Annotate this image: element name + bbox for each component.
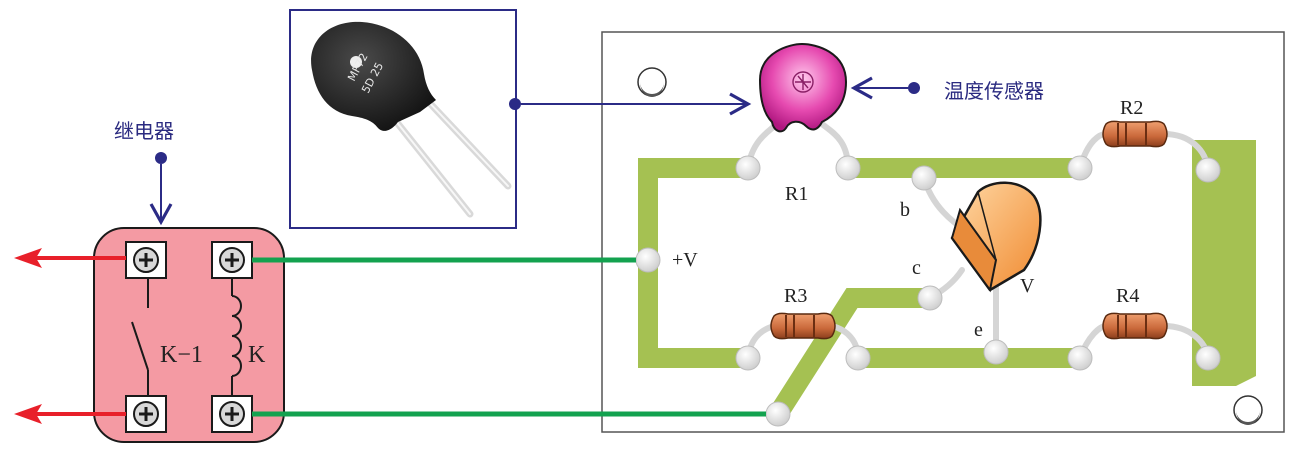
- output-arrow-bottom: [14, 404, 126, 424]
- thermistor-photo: MF72 5D 25: [311, 21, 512, 218]
- transistor-label: V: [1020, 275, 1035, 297]
- thermistor-logo-icon: [350, 56, 362, 68]
- relay-callout-dot: [155, 152, 167, 164]
- resistor-r3: [770, 312, 836, 340]
- collector-label: c: [912, 257, 921, 279]
- circuit-board: [601, 31, 1285, 433]
- ground-trace: [1192, 140, 1256, 386]
- resistor-r2: [1102, 120, 1168, 148]
- sensor-label: 温度传感器: [944, 79, 1044, 103]
- output-arrow-top: [14, 248, 126, 268]
- mounting-hole-top: [637, 67, 667, 97]
- sensor-logo-icon: [792, 71, 814, 93]
- supply-label: +V: [672, 249, 698, 271]
- r1-label: R1: [785, 183, 808, 205]
- r4-label: R4: [1116, 285, 1139, 307]
- switch-label: K−1: [160, 342, 203, 368]
- r2-label: R2: [1120, 97, 1143, 119]
- r3-label: R3: [784, 285, 807, 307]
- mounting-hole-bottom: [1233, 395, 1263, 425]
- relay-label: 继电器: [114, 119, 174, 143]
- terminal-bottom-left: [125, 395, 167, 433]
- relay-switch-k1: [131, 278, 149, 396]
- sensor-callout-dot: [908, 82, 920, 94]
- emitter-label: e: [974, 319, 983, 341]
- solder-pads: [635, 155, 1221, 427]
- terminal-top-left: [125, 241, 167, 279]
- transistor-v: [950, 181, 1042, 293]
- relay-body: [93, 227, 285, 443]
- terminal-bottom-right: [211, 395, 253, 433]
- terminal-top-right: [211, 241, 253, 279]
- resistor-r4: [1102, 312, 1168, 340]
- relay-coil-k: [231, 278, 242, 396]
- base-label: b: [900, 199, 910, 221]
- coil-label: K: [248, 342, 266, 368]
- temperature-sensor-r1: [758, 42, 848, 133]
- photo-callout-dot: [509, 98, 521, 110]
